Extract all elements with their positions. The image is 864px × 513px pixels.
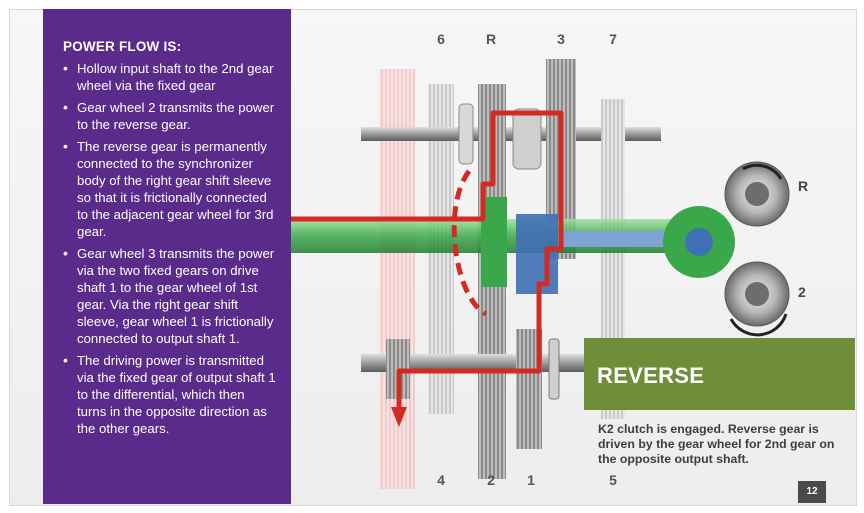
rotation-arrow-r — [742, 163, 783, 180]
synchro-lower — [548, 338, 560, 400]
gear-label-top: 6 — [437, 31, 445, 47]
sidebar-heading: POWER FLOW IS: — [63, 39, 182, 54]
reverse-panel: REVERSE — [584, 338, 855, 410]
hollow-shaft-gear — [516, 214, 558, 294]
synchro-left — [458, 103, 474, 165]
gear-label-bottom: 4 — [437, 472, 445, 488]
hollow-shaft — [558, 231, 678, 247]
gear-label-top: 7 — [609, 31, 617, 47]
list-item: Hollow input shaft to the 2nd gear wheel… — [63, 60, 277, 94]
synchro-right — [512, 108, 542, 170]
power-flow-arrowhead — [391, 407, 407, 427]
drive-shaft-upper — [361, 127, 661, 141]
power-flow-dashed — [451, 169, 488, 317]
side-green-hub — [685, 228, 713, 256]
power-flow-path — [291, 110, 564, 409]
list-item: The driving power is transmitted via the… — [63, 352, 277, 437]
side-gear-r-hub — [745, 182, 769, 206]
gear-label-bottom: 1 — [527, 472, 535, 488]
side-gear-2-hub — [745, 282, 769, 306]
page-number: 12 — [798, 481, 826, 503]
gear-label-bottom: 2 — [487, 472, 495, 488]
gear-label-bottom: 5 — [609, 472, 617, 488]
gear-label-top: 3 — [557, 31, 565, 47]
gear-label-top: R — [485, 31, 497, 47]
list-item: Gear wheel 3 transmits the power via the… — [63, 245, 277, 347]
list-item: Gear wheel 2 transmits the power to the … — [63, 99, 277, 133]
side-label-r: R — [798, 178, 809, 194]
power-flow-sidebar: POWER FLOW IS: Hollow input shaft to the… — [43, 9, 291, 504]
rotation-arrow-2 — [729, 313, 788, 337]
power-flow-list: Hollow input shaft to the 2nd gear wheel… — [63, 60, 277, 437]
gearbox-illustration — [291, 59, 790, 489]
transmission-diagram: 6 R 3 7 4 2 1 5 R 2 — [291, 9, 855, 504]
reverse-caption: K2 clutch is engaged. Reverse gear is dr… — [598, 422, 835, 466]
reverse-title: REVERSE — [597, 363, 705, 388]
list-item: The reverse gear is permanently connecte… — [63, 138, 277, 240]
side-label-2: 2 — [798, 284, 806, 300]
